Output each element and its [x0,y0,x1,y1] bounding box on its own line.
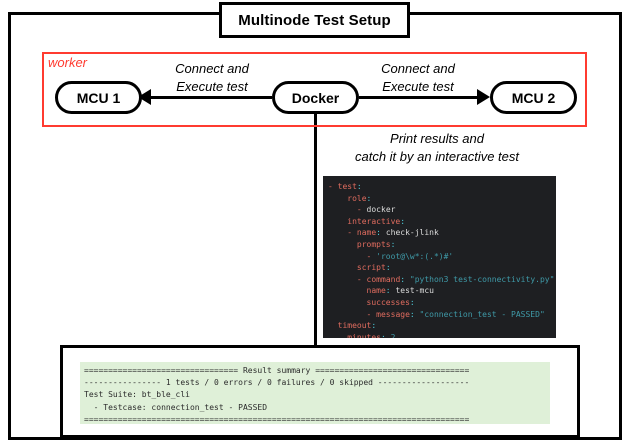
code-token [328,240,357,249]
edge-label-docker-to-mcu1: Connect and Execute test [157,60,267,96]
edge-label-docker-to-summary-line1: Print results and [390,131,484,146]
code-token [328,298,367,307]
code-token: - [366,251,377,261]
code-token: command [366,274,401,284]
code-token: : [366,193,372,203]
result-summary-line: - Testcase: connection_test - PASSED [84,402,268,412]
code-token: : [390,239,396,249]
result-summary-line: Test Suite: bt_ble_cli [84,390,190,400]
code-token [328,321,338,330]
result-summary-line: ========================================… [84,414,470,424]
code-token: : [385,286,396,296]
edge-label-docker-to-mcu2-line1: Connect and [381,61,455,76]
code-token: docker [366,205,396,215]
code-token: interactive [347,216,401,226]
code-token: : [380,332,391,338]
edge-label-docker-to-mcu1-line1: Connect and [175,61,249,76]
code-token: : [385,263,391,273]
code-token: check-jlink [385,228,439,238]
worker-group-box [42,52,587,127]
arrow-docker-to-mcu2-line [359,96,478,99]
code-token: - [328,182,338,191]
code-token [328,333,347,338]
code-line: prompts: [328,239,552,251]
code-token: 'root@\w*:(.*)#' [376,251,454,261]
node-mcu2-label: MCU 2 [511,89,556,106]
title-box: Multinode Test Setup [219,2,410,38]
node-mcu2[interactable]: MCU 2 [490,81,577,114]
arrowhead-right-icon [477,89,490,105]
code-line: - command: "python3 test-connectivity.py… [328,274,555,286]
code-line: - name: check-jlink [328,227,552,239]
code-line: successes: [328,297,552,309]
code-token: name [366,286,386,296]
code-token: - [347,228,357,238]
code-token: test-mcu [395,286,434,296]
edge-label-docker-to-summary: Print results and catch it by an interac… [318,130,556,166]
code-token: role [347,193,367,203]
code-token [328,205,357,214]
code-token: : [409,309,420,319]
code-token: : [400,216,406,226]
code-line: role: [328,193,552,205]
code-line: name: test-mcu [328,285,552,297]
code-token: message [376,309,410,319]
code-token: : [356,182,362,191]
code-token: - [356,205,367,215]
code-token: test [337,182,357,191]
code-token [328,194,347,203]
edge-label-docker-to-mcu2-line2: Execute test [382,79,454,94]
edge-label-docker-to-mcu1-line2: Execute test [176,79,248,94]
code-line: script: [328,262,552,274]
node-docker-label: Docker [291,89,340,106]
code-token [328,286,367,295]
yaml-code-block: - test: role: - docker interactive: - na… [323,176,556,338]
code-line: - 'root@\w*:(.*)#' [328,251,552,263]
code-token: 2 [390,332,396,338]
result-summary-line: ================================ Result … [84,366,470,375]
code-token [328,275,357,284]
node-mcu1-label: MCU 1 [76,89,121,106]
code-token: : [400,274,410,284]
result-summary-box: ================================ Result … [60,345,580,438]
code-token: timeout [337,321,372,331]
code-token [328,252,367,261]
result-summary-line: ---------------- 1 tests / 0 errors / 0 … [84,378,470,388]
code-token [328,228,347,237]
code-line: - docker [328,204,552,216]
worker-group-label: worker [48,55,88,70]
code-token: : [371,321,377,331]
code-token: prompts [356,239,391,249]
code-line: - message: "connection_test - PASSED" [328,309,552,321]
arrow-docker-to-mcu1-line [148,96,272,99]
code-token: - [356,274,367,284]
node-docker[interactable]: Docker [272,81,359,114]
code-token: : [409,297,415,307]
code-token: - [366,309,377,319]
code-line: - test: [328,181,552,193]
code-line: timeout: [328,320,552,332]
code-token: : [376,228,386,238]
node-mcu1[interactable]: MCU 1 [55,81,142,114]
code-token: "connection_test - PASSED" [419,309,545,319]
code-token: minutes [347,332,381,338]
edge-label-docker-to-mcu2: Connect and Execute test [363,60,473,96]
code-token [328,263,357,272]
code-line: minutes: 2 [328,332,552,338]
code-line: interactive: [328,216,552,228]
code-token [328,217,347,226]
result-summary-panel: ================================ Result … [80,362,550,424]
code-token: "python3 test-connectivity.py" [409,274,555,284]
code-token: name [356,228,377,238]
edge-label-docker-to-summary-line2: catch it by an interactive test [354,149,520,164]
code-token: successes [366,297,410,307]
code-token [328,310,367,319]
page-title: Multinode Test Setup [238,11,391,29]
connector-docker-to-summary [314,114,317,346]
code-token: script [356,263,386,273]
